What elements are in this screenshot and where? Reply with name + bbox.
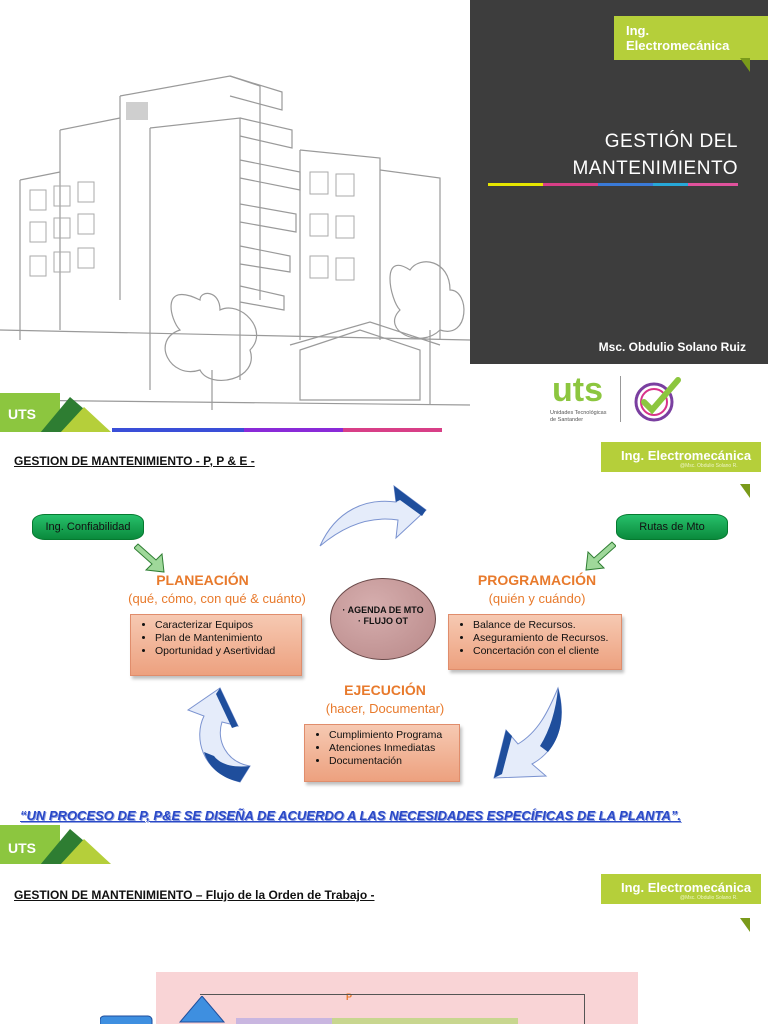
program-tag: Ing. Electromecánica	[601, 442, 761, 472]
uts-logo-text: uts	[552, 371, 603, 409]
ppe-slide: GESTION DE MANTENIMIENTO - P, P & E - In…	[0, 432, 768, 864]
list-item: Documentación	[329, 755, 453, 768]
logo-divider	[620, 376, 621, 422]
work-order-slide: GESTION DE MANTENIMIENTO – Flujo de la O…	[0, 864, 768, 1024]
list-item: Aseguramiento de Recursos.	[473, 632, 615, 645]
footer-color-stripe	[112, 428, 442, 432]
program-tag: Ing. Electromecánica	[614, 16, 768, 60]
tag-tail-shape	[740, 484, 750, 498]
uts-badge-label: UTS	[8, 840, 36, 856]
list-item: Oportunidad y Asertividad	[155, 645, 295, 658]
flow-block-green	[332, 1018, 518, 1024]
ejecucion-note: Cumplimiento Programa Atenciones Inmedia…	[304, 724, 460, 782]
programacion-title: PROGRAMACIÓN	[477, 572, 597, 588]
uts-corner-badge	[0, 393, 111, 432]
program-tag-label: Ing. Electromecánica	[621, 880, 752, 895]
planeacion-subtitle: (qué, cómo, con qué & cuánto)	[128, 591, 306, 606]
slide-header: GESTION DE MANTENIMIENTO - P, P & E -	[14, 454, 255, 468]
flow-line-top	[200, 994, 584, 995]
center-line-1: · AGENDA DE MTO	[342, 605, 424, 615]
title-line-1: GESTIÓN DEL	[604, 131, 738, 152]
list-item: Atenciones Inmediatas	[329, 742, 453, 755]
list-item: Concertación con el cliente	[473, 645, 615, 658]
tag-tail-shape	[740, 918, 750, 932]
uts-logo-subtitle: Unidades Tecnológicas de Santander	[550, 410, 606, 424]
planeacion-note: Caracterizar Equipos Plan de Mantenimien…	[130, 614, 302, 676]
title-slide: Ing. Electromecánica GESTIÓN DEL MANTENI…	[0, 0, 768, 432]
flow-diagram-area: P	[156, 972, 638, 1024]
ing-confiabilidad-pill: Ing. Confiabilidad	[32, 514, 144, 540]
center-ellipse: · AGENDA DE MTO · FLUJO OT	[330, 578, 436, 660]
uts-logo: uts Unidades Tecnológicas de Santander	[548, 372, 688, 428]
center-line-2: · FLUJO OT	[358, 616, 408, 626]
uts-badge-label: UTS	[8, 406, 36, 422]
flow-line-right	[584, 994, 585, 1024]
closing-quote: “UN PROCESO DE P, P&E SE DISEÑA DE ACUER…	[20, 808, 681, 823]
programacion-note: Balance de Recursos. Aseguramiento de Re…	[448, 614, 622, 670]
program-tag-author: @Msc. Obdulio Solano R.	[680, 895, 738, 901]
rutas-de-mto-pill: Rutas de Mto	[616, 514, 728, 540]
program-tag-label: Ing. Electromecánica	[621, 448, 752, 463]
flow-label: P	[346, 992, 353, 1002]
building-sketch-illustration	[0, 75, 470, 410]
tag-tail-shape	[740, 58, 750, 72]
programacion-subtitle: (quién y cuándo)	[488, 591, 586, 606]
flow-block-purple	[236, 1018, 332, 1024]
curved-arrow-right-icon	[493, 686, 562, 779]
pencil-arrow-left-icon	[134, 543, 165, 573]
title-line-2: MANTENIMIENTO	[572, 158, 738, 179]
logo-subtitle-line-2: de Santander	[550, 417, 584, 423]
ejecucion-title: EJECUCIÓN	[344, 682, 426, 698]
presentation-title: GESTIÓN DEL MANTENIMIENTO	[520, 128, 738, 182]
list-item: Balance de Recursos.	[473, 619, 615, 632]
program-tag: Ing. Electromecánica	[601, 874, 761, 904]
list-item: Cumplimiento Programa	[329, 729, 453, 742]
author-name: Msc. Obdulio Solano Ruiz	[598, 340, 746, 354]
logo-subtitle-line-1: Unidades Tecnológicas	[550, 410, 607, 416]
pencil-arrow-right-icon	[585, 541, 616, 571]
program-tag-author: @Msc. Obdulio Solano R.	[680, 463, 738, 469]
planeacion-title: PLANEACIÓN	[156, 572, 249, 588]
slide-header: GESTION DE MANTENIMIENTO – Flujo de la O…	[14, 888, 375, 902]
check-seal-icon	[634, 377, 681, 422]
curved-arrow-left-icon	[186, 687, 251, 783]
ejecucion-subtitle: (hacer, Documentar)	[325, 701, 445, 716]
list-item: Caracterizar Equipos	[155, 619, 295, 632]
uts-corner-badge	[0, 825, 111, 864]
flow-start-shapes	[100, 996, 226, 1024]
list-item: Plan de Mantenimiento	[155, 632, 295, 645]
title-panel	[470, 0, 768, 364]
curved-arrow-top-icon	[319, 484, 427, 547]
rainbow-divider	[488, 183, 738, 186]
